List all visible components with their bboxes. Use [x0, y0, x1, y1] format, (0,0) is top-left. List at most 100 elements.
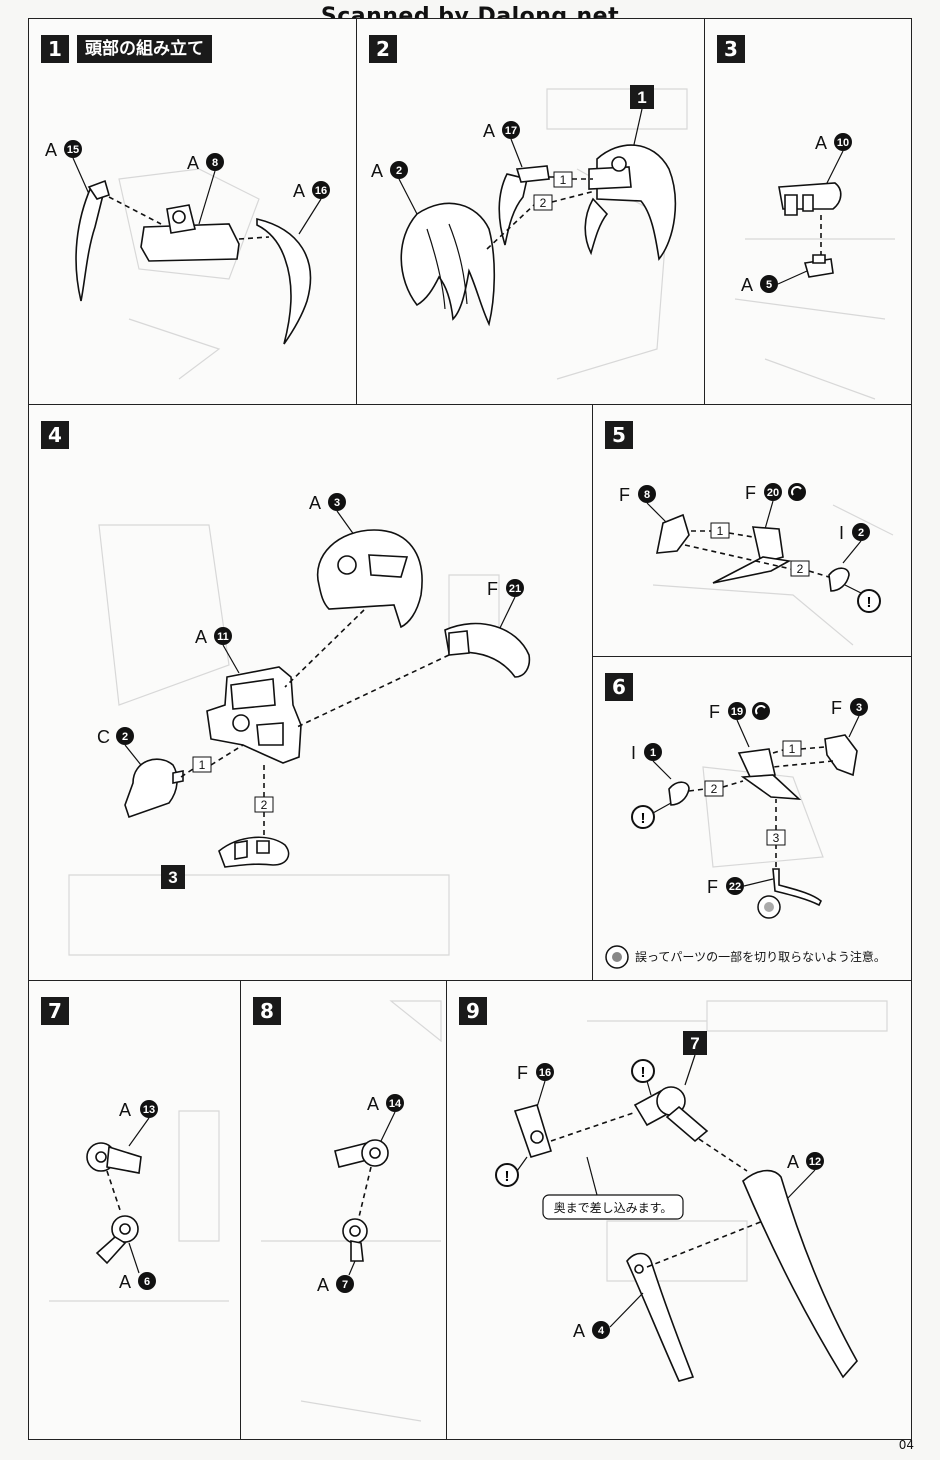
assembly-order-label: 1	[560, 173, 567, 187]
part-label-letter: A	[119, 1100, 131, 1120]
assembly-order-label: 2	[261, 798, 268, 812]
part-number: 8	[212, 157, 218, 169]
step-number: 6	[605, 673, 633, 701]
step-8-diagram: A 14 A 7	[261, 1000, 442, 1422]
assembly-order-label: 2	[540, 196, 547, 210]
part-number: 12	[809, 1156, 821, 1168]
part-number: 19	[731, 706, 743, 718]
part-label-letter: A	[317, 1275, 329, 1295]
part-number: 2	[858, 527, 864, 539]
page-number: 04	[898, 1438, 914, 1452]
part-number: 3	[334, 497, 340, 509]
part-number: 7	[342, 1279, 348, 1291]
exclamation-icon	[857, 589, 881, 613]
assembly-order-label: 3	[773, 831, 780, 845]
part-number: 20	[767, 487, 779, 499]
step-number: 5	[605, 421, 633, 449]
part-number: 22	[729, 881, 741, 893]
step-8-panel: 8 A 14 A 7	[240, 980, 448, 1440]
part-label-letter: F	[709, 702, 720, 722]
step-number: 9	[459, 997, 487, 1025]
part-label-letter: A	[367, 1094, 379, 1114]
part-label-letter: F	[831, 698, 842, 718]
assembly-order-label: 1	[717, 524, 724, 538]
part-number: 13	[143, 1104, 155, 1116]
reference-step-badge: 1	[637, 88, 646, 107]
step-number: 4	[41, 421, 69, 449]
reference-step-badge: 7	[690, 1034, 699, 1053]
part-number: 4	[598, 1325, 605, 1337]
part-number: 2	[122, 731, 128, 743]
svg-text:!: !	[641, 810, 646, 827]
part-label-letter: A	[741, 275, 753, 295]
step-6-diagram: F 19 F 3 I 1 ! F 22 1 2 3 誤ってパーツの一部を切	[605, 698, 886, 969]
step-5-panel: 5 F 8 F 20 I 2 ! 1 2	[592, 404, 912, 658]
exclamation-icon	[631, 805, 655, 829]
step-9-diagram: 7 ! F 16 ! 奥まで差し込みます。 A 12 A 4	[495, 1000, 888, 1382]
part-label-letter: A	[119, 1272, 131, 1292]
part-label-letter: I	[631, 743, 636, 763]
part-label-letter: A	[45, 140, 57, 160]
step-number: 8	[253, 997, 281, 1025]
part-number: 16	[315, 185, 327, 197]
step-number: 1	[41, 35, 69, 63]
step-1-diagram: A 15 A 8 A 16	[45, 140, 330, 380]
part-number: 10	[837, 137, 849, 149]
part-label-letter: A	[293, 181, 305, 201]
part-number: 1	[650, 747, 656, 759]
insert-fully-callout: 奥まで差し込みます。	[554, 1201, 673, 1215]
svg-text:!: !	[505, 1168, 510, 1185]
part-label-letter: A	[195, 627, 207, 647]
step-6-panel: 6 F 19 F 3 I 1 ! F 22 1 2 3	[592, 656, 912, 982]
step-number: 2	[369, 35, 397, 63]
swirl-icon	[752, 702, 770, 720]
step-7-diagram: A 13 A 6	[49, 1100, 229, 1302]
part-label-letter: F	[517, 1063, 528, 1083]
part-number: 16	[539, 1067, 551, 1079]
step-2-diagram: 1 A 17 A 2 1 2	[371, 85, 688, 380]
part-label-letter: F	[619, 485, 630, 505]
step-2-panel: 2 1 A 17 A 2 1 2	[356, 18, 706, 406]
part-label-letter: A	[787, 1152, 799, 1172]
step-4-diagram: A 3 F 21 A 11 C 2 3 1	[68, 493, 531, 956]
step-number: 7	[41, 997, 69, 1025]
step-1-panel: 1 頭部の組み立て A 15 A 8 A 16	[28, 18, 358, 406]
assembly-order-label: 2	[797, 562, 804, 576]
svg-text:!: !	[641, 1064, 646, 1081]
part-number: 17	[505, 125, 517, 137]
exclamation-icon	[631, 1059, 655, 1083]
step-3-panel: 3 A 10 A 5	[704, 18, 912, 406]
part-number: 15	[67, 144, 79, 156]
step-9-panel: 9 7 ! F 16 ! 奥まで差し込みます。 A 12 A	[446, 980, 912, 1440]
part-label-letter: A	[371, 161, 383, 181]
part-label-letter: A	[573, 1321, 585, 1341]
step-7-panel: 7 A 13 A 6	[28, 980, 242, 1440]
step-4-panel: 4 A 3 F 21 A 11 C 2 3	[28, 404, 594, 982]
part-number: 21	[509, 583, 521, 595]
step-3-diagram: A 10 A 5	[734, 133, 895, 400]
swirl-icon	[788, 483, 806, 501]
step-number: 3	[717, 35, 745, 63]
reference-step-badge: 3	[168, 868, 177, 887]
part-number: 14	[389, 1098, 402, 1110]
part-label-letter: F	[745, 483, 756, 503]
part-label-letter: A	[309, 493, 321, 513]
step-5-diagram: F 8 F 20 I 2 ! 1 2	[619, 483, 894, 646]
part-label-letter: A	[187, 153, 199, 173]
svg-text:!: !	[867, 594, 872, 611]
step-title: 頭部の組み立て	[77, 35, 212, 63]
part-number: 5	[766, 279, 772, 291]
part-label-letter: A	[483, 121, 495, 141]
part-number: 11	[217, 631, 229, 643]
part-number: 6	[144, 1276, 150, 1288]
part-label-letter: C	[97, 727, 110, 747]
part-label-letter: A	[815, 133, 827, 153]
exclamation-icon	[495, 1163, 519, 1187]
part-number: 2	[396, 165, 402, 177]
assembly-order-label: 1	[199, 758, 206, 772]
part-number: 8	[644, 489, 650, 501]
assembly-order-label: 1	[789, 742, 796, 756]
part-label-letter: I	[839, 523, 844, 543]
part-label-letter: F	[707, 877, 718, 897]
part-label-letter: F	[487, 579, 498, 599]
